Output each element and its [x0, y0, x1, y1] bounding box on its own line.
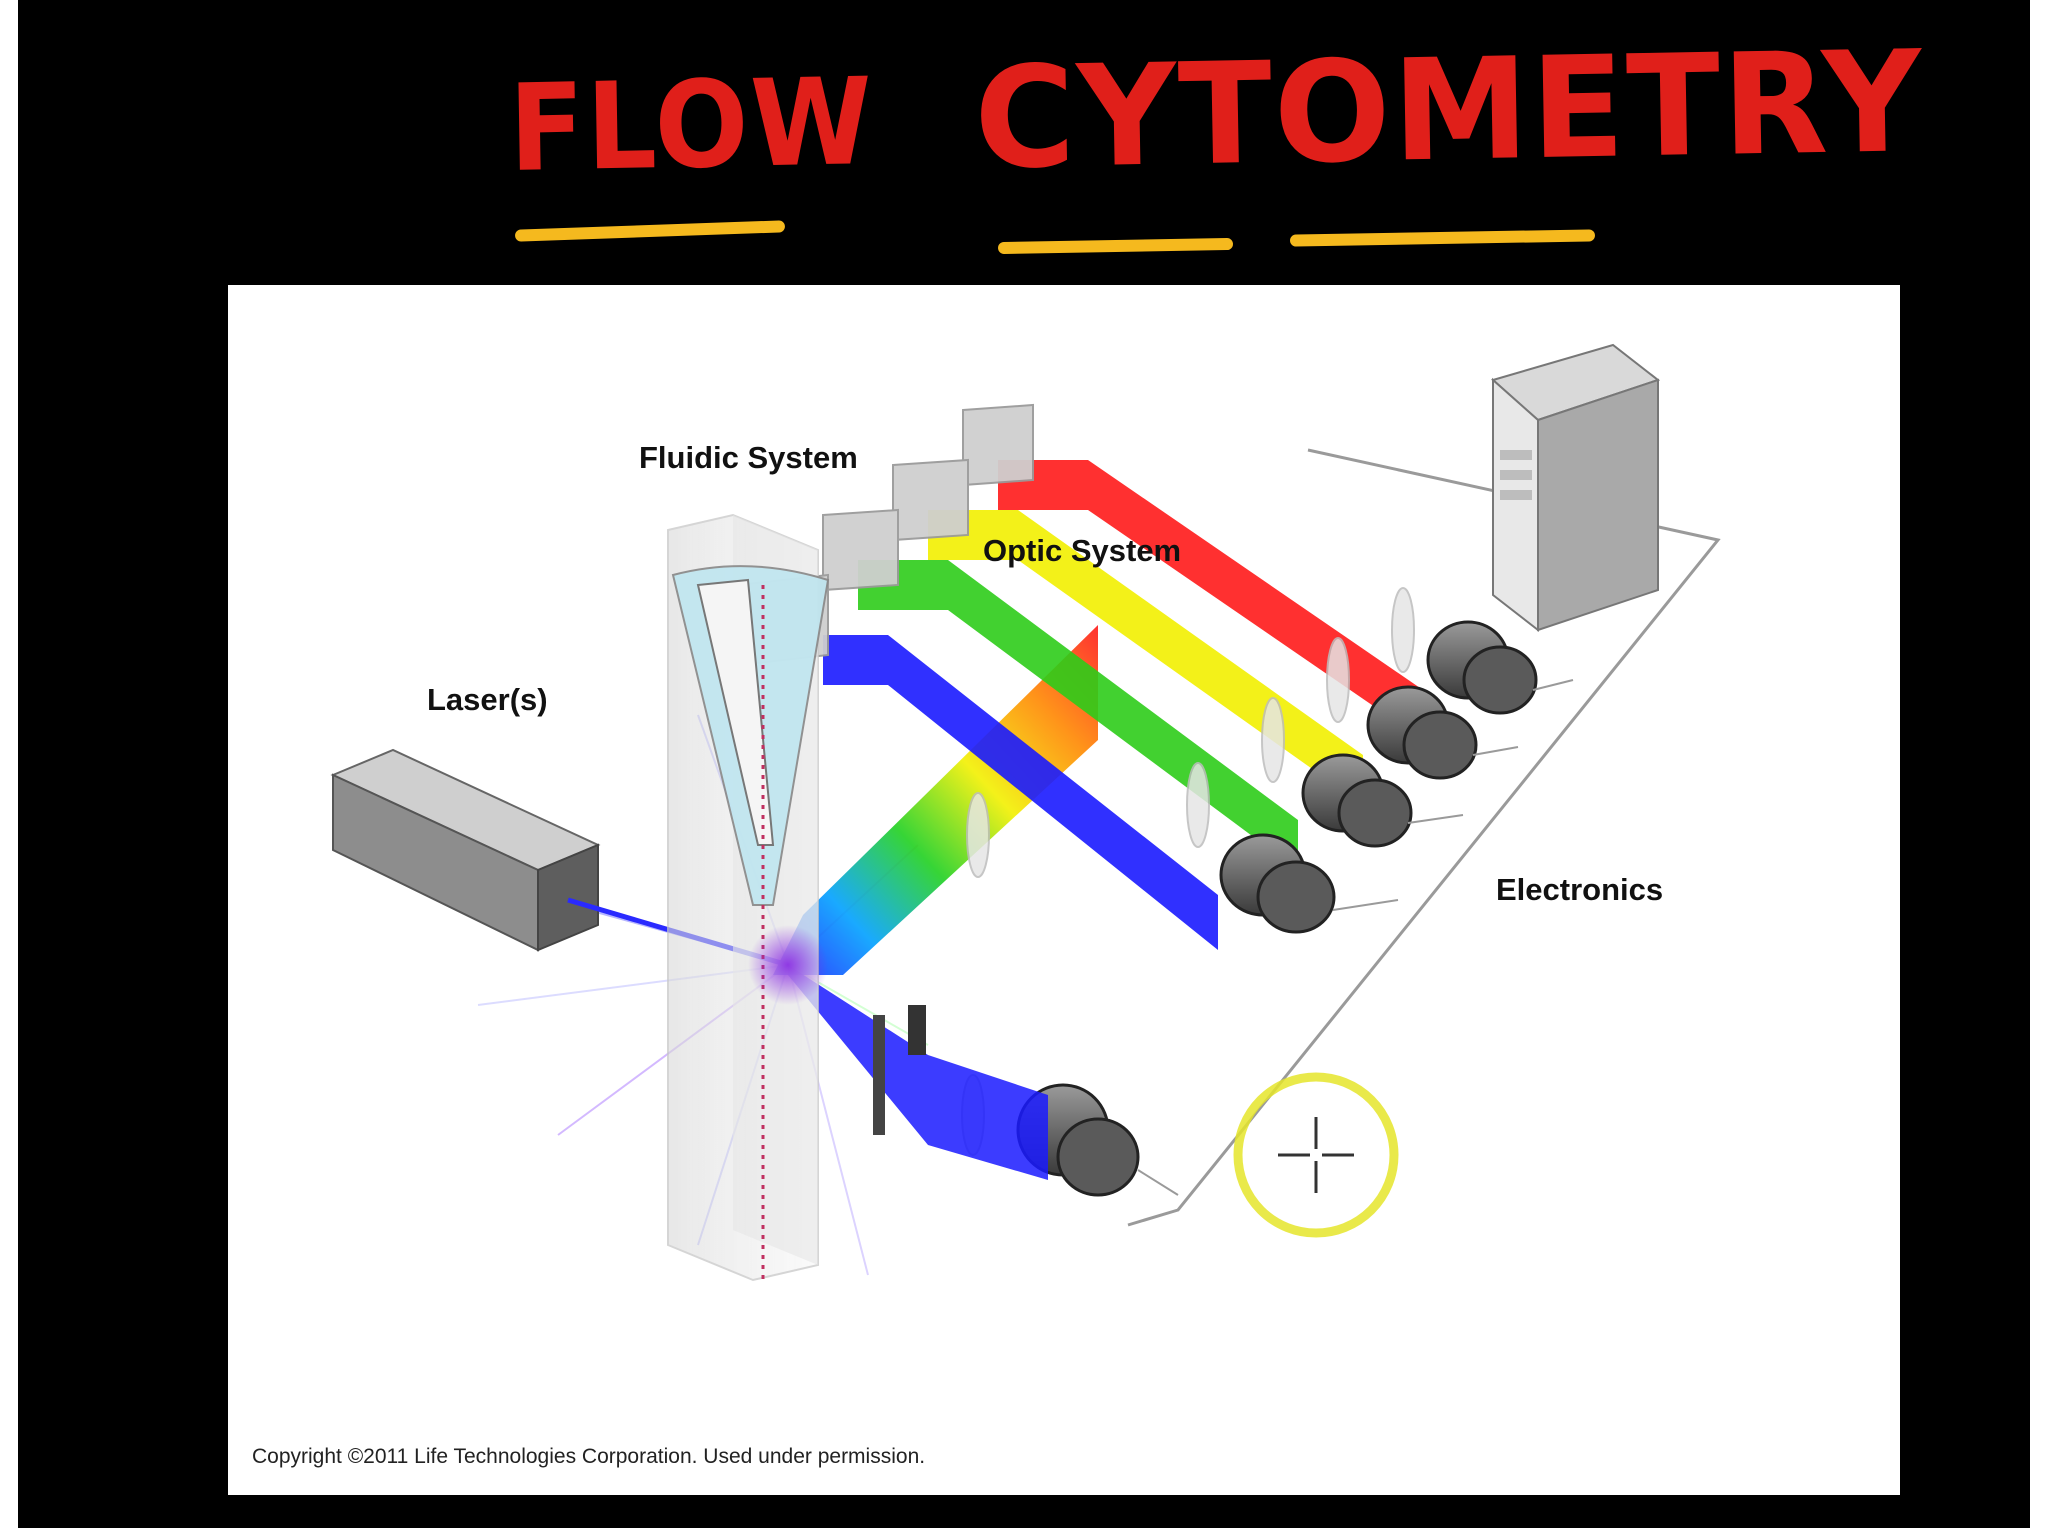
- detector-icon: [1426, 620, 1538, 715]
- detector-icon: [1301, 753, 1413, 848]
- title-word-cytometry: CYTOMETRY: [973, 21, 1925, 201]
- emission-beams: [823, 460, 1423, 950]
- cursor-crosshair-icon: [1233, 1072, 1399, 1238]
- title-underline: [514, 220, 786, 242]
- computer-tower-icon: [1490, 343, 1661, 633]
- label-lasers: Laser(s): [427, 682, 548, 717]
- forward-scatter-beam: [788, 965, 1048, 1180]
- label-optic-system: Optic System: [983, 533, 1182, 568]
- copyright-notice: Copyright ©2011 Life Technologies Corpor…: [252, 1445, 926, 1468]
- title-underline: [1289, 229, 1596, 247]
- detector-icon: [1366, 685, 1478, 780]
- title-word-flow: FLOW: [508, 53, 875, 199]
- detector-wires: [1137, 679, 1574, 1196]
- diagram-panel: Fluidic System Optic System Laser(s) Ele…: [228, 285, 1900, 1495]
- flow-cell-icon: [667, 513, 830, 1285]
- emission-beam-rainbow: [773, 625, 1098, 975]
- slide-title: FLOW CYTOMETRY: [18, 20, 2048, 255]
- obscuration-bar: [873, 1015, 885, 1135]
- detector-icon: [1219, 833, 1336, 934]
- detector-icons: [1016, 620, 1538, 1197]
- laser-box-icon: [330, 748, 601, 952]
- label-fluidic-system: Fluidic System: [639, 440, 858, 475]
- flow-cytometer-diagram: [330, 343, 1721, 1285]
- label-electronics: Electronics: [1496, 872, 1664, 907]
- title-underline: [997, 237, 1234, 255]
